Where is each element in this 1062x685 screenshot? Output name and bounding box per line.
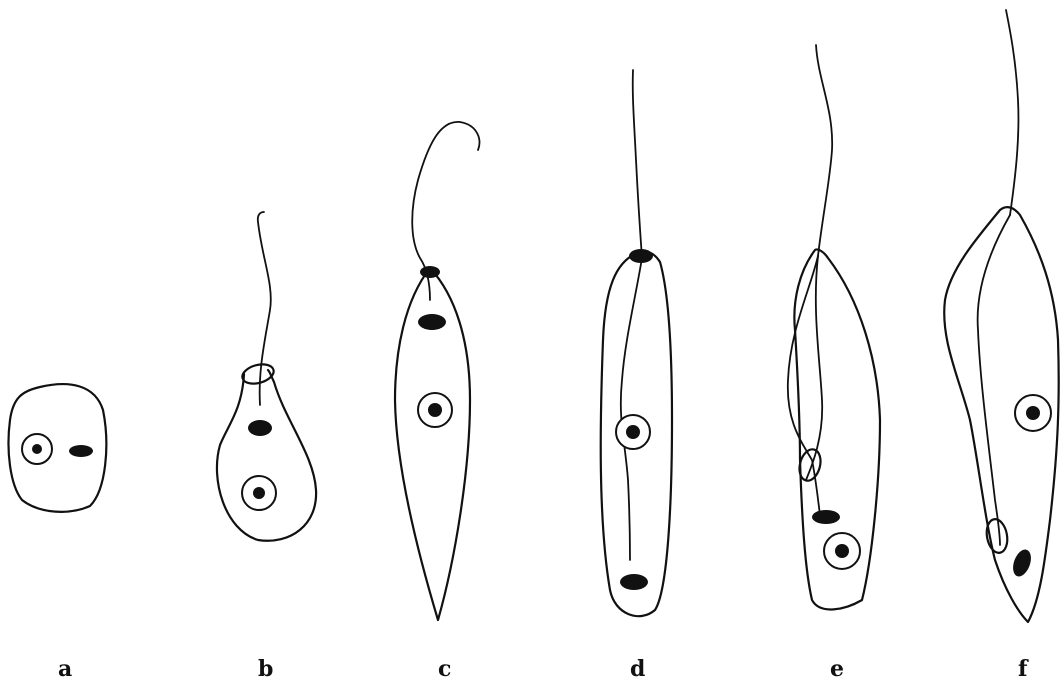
stage-f-flagellum-1 — [1006, 10, 1018, 215]
stage-c-label: c — [438, 656, 451, 682]
stage-d-flagellum — [633, 70, 642, 258]
stage-d-axoneme — [621, 258, 642, 560]
stage-b-cell-body — [217, 370, 316, 541]
stage-c-cell — [395, 122, 479, 620]
stage-e-flagellum-1 — [816, 45, 832, 256]
stage-a-kinetoplast — [69, 445, 93, 457]
stage-f-flagellar-pocket — [984, 518, 1010, 555]
stage-b-label: b — [258, 656, 273, 682]
stage-f-cell — [944, 10, 1059, 622]
stage-d-kinetoplast — [620, 574, 648, 590]
stage-c-basal-body — [420, 266, 440, 278]
stage-e-label: e — [830, 656, 844, 682]
stage-d-cell — [601, 70, 672, 616]
stage-e-cell — [788, 45, 880, 609]
stage-b-nucleolus — [253, 487, 265, 499]
stage-b-kinetoplast — [248, 420, 272, 436]
stage-a-nucleolus — [32, 444, 42, 454]
stage-f-kinetoplast — [1010, 547, 1035, 579]
stage-c-nucleolus — [428, 403, 442, 417]
stage-e-nucleolus — [835, 544, 849, 558]
stage-b-flagellum — [258, 212, 271, 405]
stage-f-label: f — [1018, 656, 1029, 682]
stage-d-label: d — [630, 656, 645, 682]
stage-a-cell — [9, 384, 107, 512]
stage-d-nucleolus — [626, 425, 640, 439]
stage-e-kinetoplast — [812, 510, 840, 524]
stage-a-label: a — [58, 656, 72, 682]
stage-c-kinetoplast — [418, 314, 446, 330]
stage-f-nucleolus — [1026, 406, 1040, 420]
stage-b-cell — [217, 212, 316, 541]
stage-d-basal-body — [629, 249, 653, 263]
